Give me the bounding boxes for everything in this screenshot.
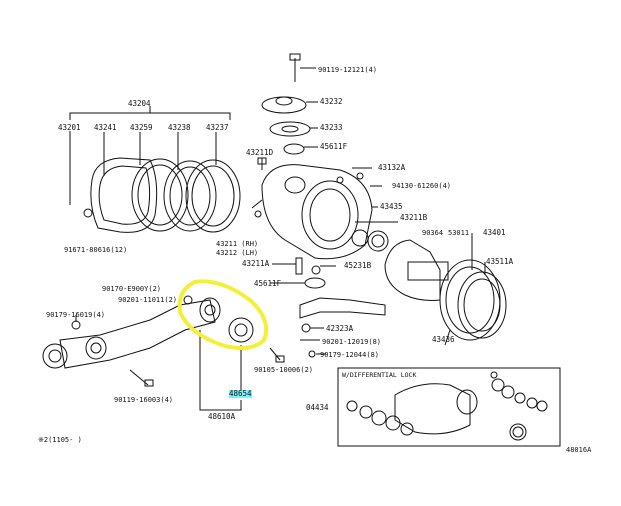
illustration-code: 48016A bbox=[566, 446, 592, 454]
part-43401: 43401 bbox=[483, 228, 506, 237]
part-45611f-mid: 45611F bbox=[254, 279, 282, 288]
part-43233: 43233 bbox=[320, 123, 343, 132]
part-04434: 04434 bbox=[306, 403, 329, 412]
part-43211a: 43211A bbox=[242, 259, 270, 268]
part-43204: 43204 bbox=[128, 99, 151, 108]
inset-title: W/DIFFERENTIAL LOCK bbox=[342, 371, 417, 379]
part-43259: 43259 bbox=[130, 123, 153, 132]
part-90364: 90364 bbox=[422, 229, 444, 237]
part-94130-61260: 94130-61260(4) bbox=[392, 182, 452, 190]
part-90119-12121: 90119-12121(4) bbox=[318, 66, 378, 74]
part-45231b: 45231B bbox=[344, 261, 372, 270]
part-90179-12044: 90179-12044(8) bbox=[320, 351, 380, 359]
part-91671-80616: 91671-80616(12) bbox=[64, 246, 128, 254]
part-43211d: 43211D bbox=[246, 148, 274, 157]
part-90170-e900y: 90170-E900Y(2) bbox=[102, 285, 162, 293]
part-43435: 43435 bbox=[380, 202, 403, 211]
part-45611f-top: 45611F bbox=[320, 142, 348, 151]
part-43211b: 43211B bbox=[400, 213, 428, 222]
part-43241: 43241 bbox=[94, 123, 117, 132]
part-90201-11011: 90201-11011(2) bbox=[118, 296, 178, 304]
part-48610a: 48610A bbox=[208, 412, 236, 421]
part-43211-rh: 43211 (RH) bbox=[216, 240, 259, 248]
part-43232: 43232 bbox=[320, 97, 343, 106]
part-48654: 48654 bbox=[229, 389, 252, 398]
part-43237: 43237 bbox=[206, 123, 229, 132]
part-43511a: 43511A bbox=[486, 257, 514, 266]
part-90119-16003: 90119-16003(4) bbox=[114, 396, 174, 404]
part-42323a: 42323A bbox=[326, 324, 354, 333]
part-90179-16019: 90179-16019(4) bbox=[46, 311, 106, 319]
part-43212-lh: 43212 (LH) bbox=[216, 249, 259, 257]
part-53011: 53011 bbox=[448, 229, 470, 237]
part-90201-12019: 90201-12019(8) bbox=[322, 338, 382, 346]
highlight-circle bbox=[177, 279, 269, 350]
footer-serial-note: ※2(1105- ) bbox=[38, 436, 82, 444]
part-90105-10006: 90105-10006(2) bbox=[254, 366, 314, 374]
part-43436: 43436 bbox=[432, 335, 455, 344]
part-43201: 43201 bbox=[58, 123, 81, 132]
part-43238: 43238 bbox=[168, 123, 191, 132]
part-43132a: 43132A bbox=[378, 163, 406, 172]
